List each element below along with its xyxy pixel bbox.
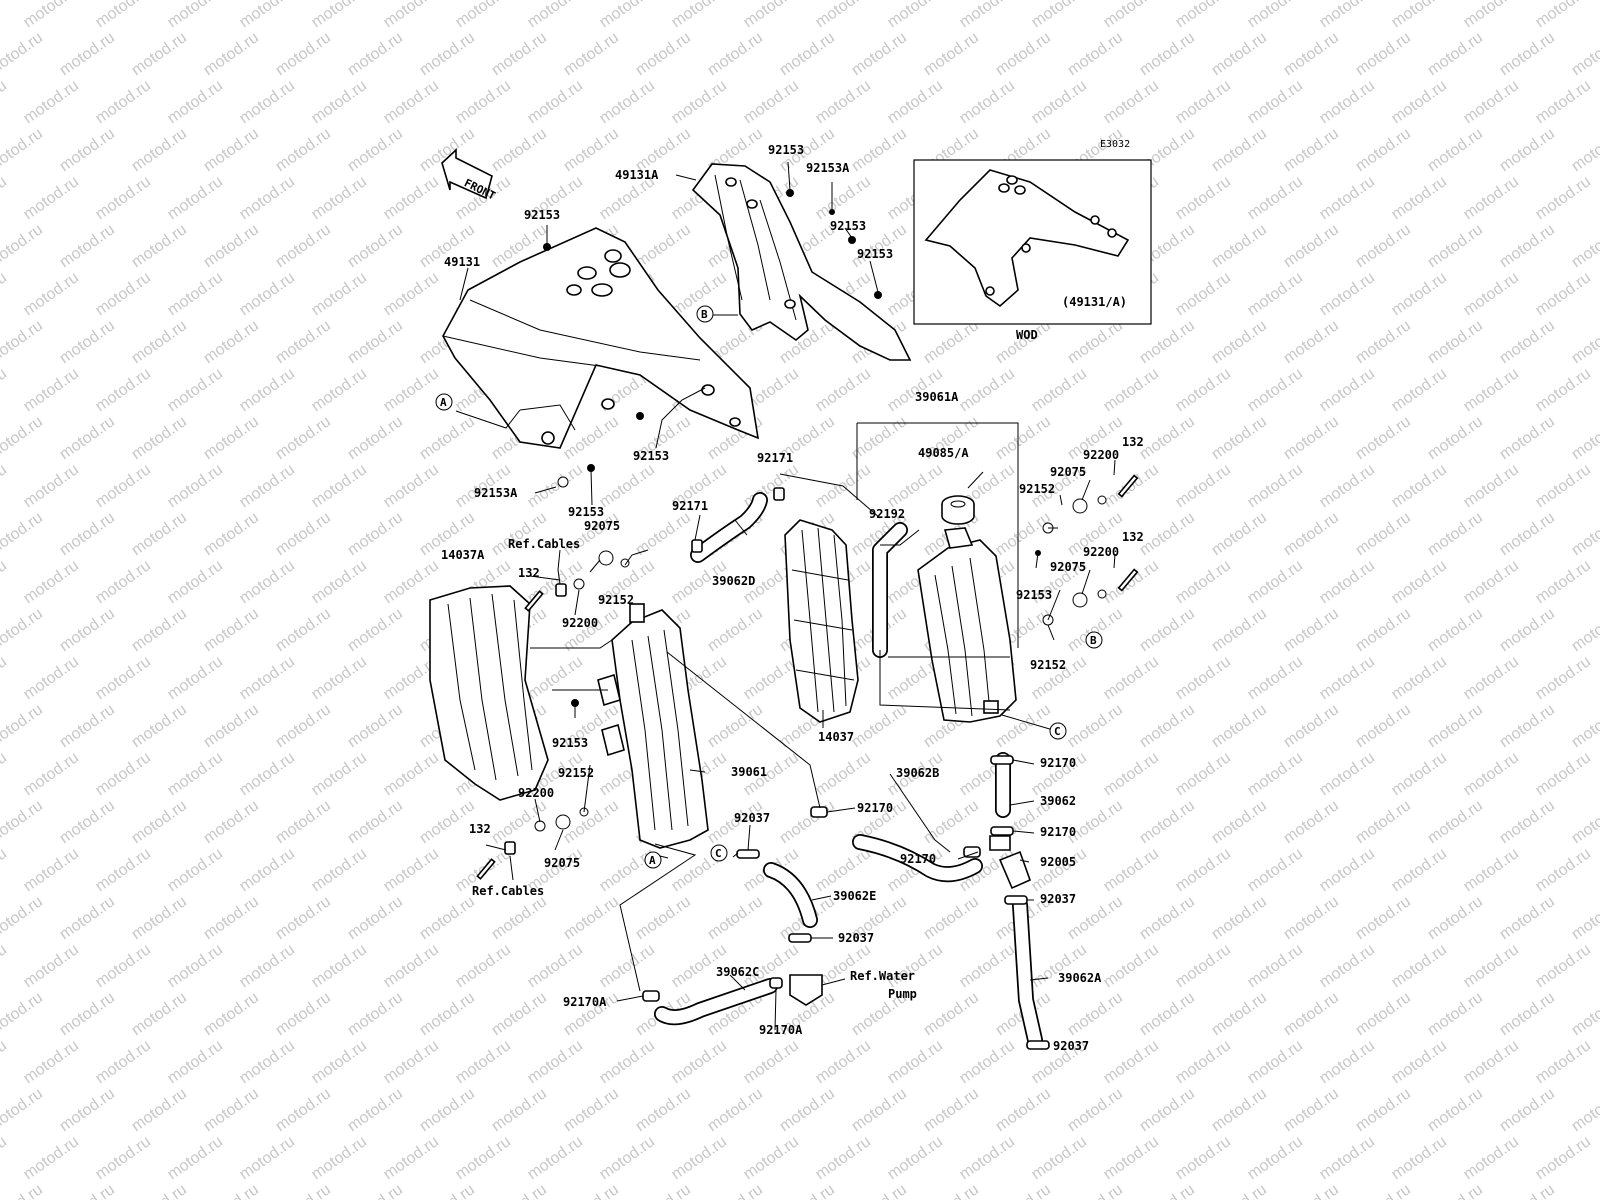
- callout-b-right: [1085, 631, 1103, 649]
- label-14037: 14037: [818, 730, 854, 744]
- front-arrow: FRONT: [441, 148, 498, 203]
- clamps: [642, 487, 1050, 1050]
- label-92153-top3: 92153: [857, 247, 893, 261]
- label-132-r1: 132: [1122, 435, 1144, 449]
- label-92152-l2: 92152: [558, 766, 594, 780]
- callout-b-right-letter: B: [1090, 634, 1097, 647]
- label-39061: 39061: [731, 765, 767, 779]
- inner-shroud: [691, 163, 912, 361]
- callout-a-bottom-letter: A: [649, 854, 656, 867]
- left-shroud: [442, 227, 760, 449]
- label-14037a: 14037A: [441, 548, 485, 562]
- callout-c-bottom-letter: C: [715, 847, 722, 860]
- part-labels: 49131A 92153 92153A 92153 92153 92153 49…: [441, 143, 1144, 1053]
- diagram-code: E3032: [1100, 139, 1130, 150]
- label-92037-c: 92037: [838, 931, 874, 945]
- label-49085a: 49085/A: [918, 446, 969, 460]
- label-39062d: 39062D: [712, 574, 755, 588]
- label-39062b: 39062B: [896, 766, 939, 780]
- callout-b-top-letter: B: [701, 308, 708, 321]
- label-92153-l2: 92153: [552, 736, 588, 750]
- label-92153-top1: 92153: [768, 143, 804, 157]
- callout-b-top: [696, 305, 714, 323]
- label-132-r2: 132: [1122, 530, 1144, 544]
- label-92153-left: 92153: [524, 208, 560, 222]
- label-92152-r2: 92152: [1030, 658, 1066, 672]
- label-92192: 92192: [869, 507, 905, 521]
- label-92075-l2: 92075: [544, 856, 580, 870]
- callout-c-right-letter: C: [1054, 725, 1061, 738]
- label-ref-cables-top: Ref.Cables: [508, 537, 580, 551]
- label-92152-l1: 92152: [598, 593, 634, 607]
- right-radiator: [917, 495, 1017, 723]
- label-92200-l2: 92200: [518, 786, 554, 800]
- label-92153-mid2: 92153: [568, 505, 604, 519]
- label-92200-l1: 92200: [562, 616, 598, 630]
- callout-a-left-letter: A: [440, 396, 447, 409]
- label-92037-a: 92037: [734, 811, 770, 825]
- label-92005: 92005: [1040, 855, 1076, 869]
- label-49131a: 49131A: [615, 168, 659, 182]
- left-radiator: [597, 603, 709, 849]
- leader-lines: [455, 161, 1116, 1046]
- callout-c-bottom: [710, 844, 728, 862]
- callout-a-bottom: [644, 851, 662, 869]
- inset-shroud: [924, 169, 1130, 308]
- label-92153a-left: 92153A: [474, 486, 518, 500]
- callout-a-left: [435, 393, 453, 411]
- label-92170-r2: 92170: [1040, 825, 1076, 839]
- callouts: A A B B C C: [435, 305, 1103, 869]
- right-radiator-guard: [784, 519, 859, 723]
- fasteners: [476, 189, 1139, 880]
- label-92170a-left: 92170A: [563, 995, 607, 1009]
- label-49131: 49131: [444, 255, 480, 269]
- label-92037-b: 92037: [1040, 892, 1076, 906]
- inset-caption: WOD: [1016, 328, 1038, 342]
- label-39062e: 39062E: [833, 889, 876, 903]
- inset-label: (49131/A): [1062, 295, 1127, 309]
- label-92152-r1: 92152: [1019, 482, 1055, 496]
- label-92170-mid: 92170: [857, 801, 893, 815]
- hoses: [654, 492, 1043, 1048]
- label-39062c: 39062C: [716, 965, 759, 979]
- label-92153-top2: 92153: [830, 219, 866, 233]
- callout-c-right: [1049, 722, 1067, 740]
- label-92075-r1: 92075: [1050, 465, 1086, 479]
- label-ref-cables-bottom: Ref.Cables: [472, 884, 544, 898]
- label-92075-l1: 92075: [584, 519, 620, 533]
- label-92075-r2: 92075: [1050, 560, 1086, 574]
- label-39061a: 39061A: [915, 390, 959, 404]
- label-92171-a: 92171: [757, 451, 793, 465]
- label-92170a-mid: 92170A: [759, 1023, 803, 1037]
- left-radiator-guard: [429, 585, 549, 801]
- label-39062a: 39062A: [1058, 971, 1102, 985]
- label-92200-r1: 92200: [1083, 448, 1119, 462]
- label-ref-water-pump: Pump: [888, 987, 917, 1001]
- label-132-l2: 132: [469, 822, 491, 836]
- label-92170-r3: 92170: [900, 852, 936, 866]
- label-92153-r: 92153: [1016, 588, 1052, 602]
- label-92153a-top: 92153A: [806, 161, 850, 175]
- label-39062: 39062: [1040, 794, 1076, 808]
- label-ref-water: Ref.Water: [850, 969, 915, 983]
- fittings: [789, 835, 1032, 1006]
- label-92200-r2: 92200: [1083, 545, 1119, 559]
- label-92153-mid1: 92153: [633, 449, 669, 463]
- label-92037-d: 92037: [1053, 1039, 1089, 1053]
- label-92171-b: 92171: [672, 499, 708, 513]
- label-132-l1: 132: [518, 566, 540, 580]
- label-92170-r1: 92170: [1040, 756, 1076, 770]
